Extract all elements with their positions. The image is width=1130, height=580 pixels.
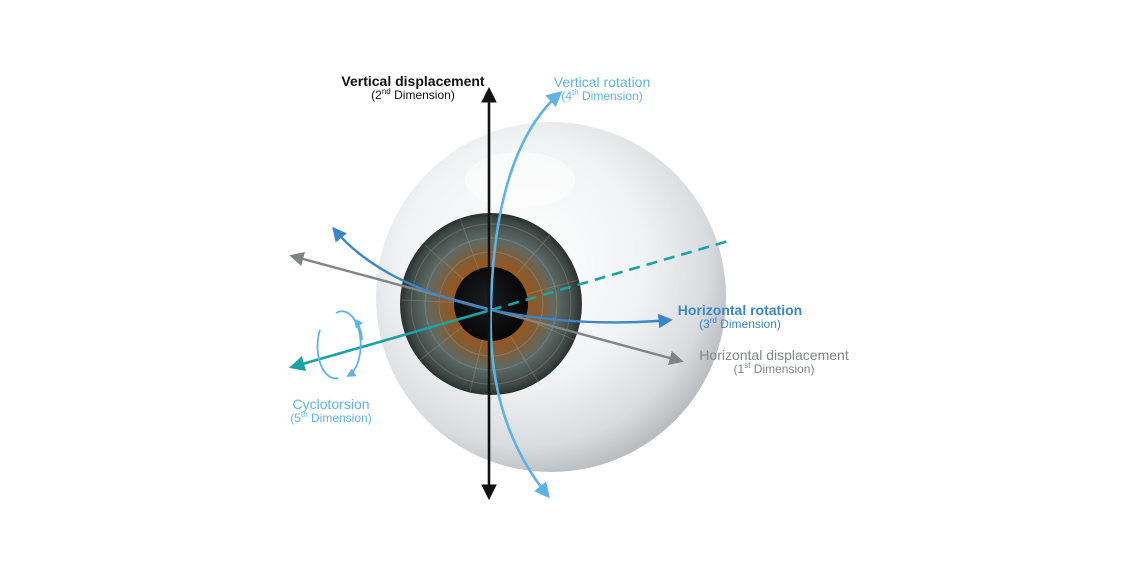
hr-dim: Dimension <box>720 317 777 332</box>
cyclotorsion-rotation-icon <box>316 310 364 380</box>
label-vertical-displacement: Vertical displacement (2nd Dimension) <box>338 73 488 103</box>
label-vertical-rotation: Vertical rotation (4th Dimension) <box>537 74 667 104</box>
eyeball <box>376 122 726 472</box>
vd-sup: nd <box>381 87 391 97</box>
vr-ord: 4 <box>565 89 572 104</box>
vd-dim: Dimension <box>394 88 451 103</box>
vertical-displacement-dimension: (2nd Dimension) <box>371 87 455 103</box>
hr-ord: 3 <box>703 317 710 332</box>
ct-sup: th <box>300 410 308 420</box>
vd-ord: 2 <box>375 88 382 103</box>
vr-sup: th <box>571 88 579 98</box>
label-horizontal-displacement: Horizontal displacement (1st Dimension) <box>692 347 856 377</box>
horizontal-rotation-dimension: (3rd Dimension) <box>699 316 781 332</box>
cyclotorsion-dimension: (5th Dimension) <box>290 410 372 426</box>
cyclotorsion-axis-arrow <box>289 308 492 372</box>
horizontal-rotation-title: Horizontal rotation <box>677 302 803 318</box>
vertical-rotation-title: Vertical rotation <box>553 74 651 90</box>
eye-highlight <box>465 152 575 208</box>
vr-dim: Dimension <box>582 89 639 104</box>
horizontal-displacement-dimension: (1st Dimension) <box>733 361 815 377</box>
cyclotorsion-title: Cyclotorsion <box>292 396 370 412</box>
ct-ord: 5 <box>294 411 301 426</box>
ct-dim: Dimension <box>311 411 368 426</box>
horizontal-displacement-title: Horizontal displacement <box>699 347 849 363</box>
vertical-displacement-title: Vertical displacement <box>341 73 485 89</box>
label-horizontal-rotation: Horizontal rotation (3rd Dimension) <box>674 302 806 332</box>
hd-sup: st <box>744 361 751 371</box>
hr-sup: rd <box>709 316 717 326</box>
vertical-rotation-dimension: (4th Dimension) <box>561 88 643 104</box>
hd-ord: 1 <box>737 362 745 377</box>
hd-dim: Dimension <box>753 362 811 377</box>
label-cyclotorsion: Cyclotorsion (5th Dimension) <box>276 396 386 426</box>
